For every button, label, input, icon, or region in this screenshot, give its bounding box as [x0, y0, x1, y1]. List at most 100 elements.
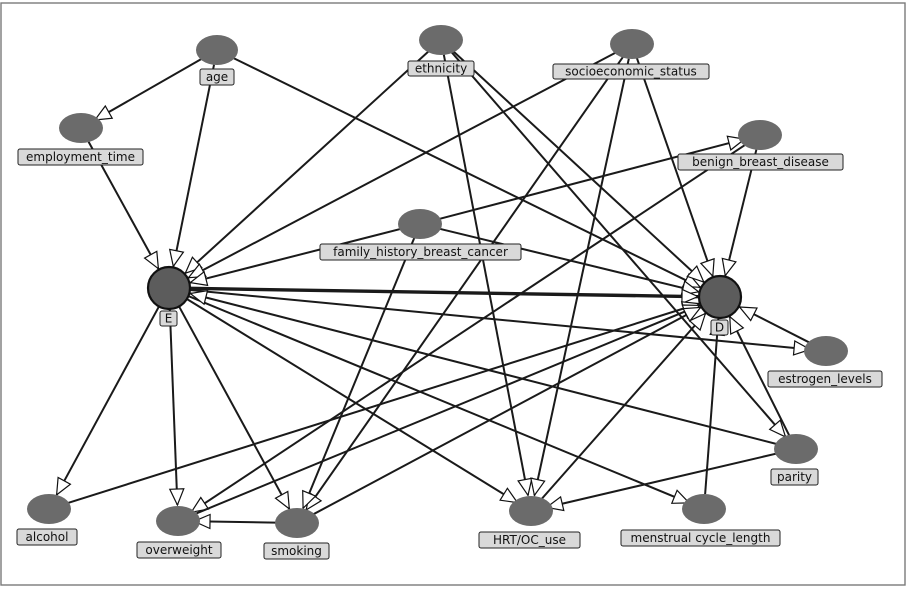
edge-fhbc-to-D: [434, 226, 701, 296]
edge-line: [190, 226, 406, 284]
node-label: family_history_breast_cancer: [333, 245, 508, 259]
edge-line: [704, 318, 720, 495]
arrowhead: [517, 477, 533, 497]
node-ethnicity[interactable]: ethnicity: [407, 25, 475, 77]
edge-line: [434, 138, 745, 222]
node-circle[interactable]: [774, 434, 818, 464]
node-bbd[interactable]: benign_breast_disease: [677, 120, 844, 171]
arrowhead: [55, 476, 72, 497]
arrowhead: [688, 312, 707, 332]
node-label: employment_time: [26, 150, 135, 164]
node-circle[interactable]: [682, 494, 726, 524]
edge-age-to-employment: [93, 56, 205, 121]
edge-age-to-E: [168, 64, 216, 268]
node-label: HRT/OC_use: [493, 533, 566, 547]
node-label: age: [206, 70, 228, 84]
arrowhead: [93, 104, 114, 121]
arrowhead: [792, 340, 812, 356]
node-circle[interactable]: [59, 113, 103, 143]
node-circle[interactable]: [419, 25, 463, 55]
node-label: E: [165, 312, 173, 326]
arrowhead: [190, 496, 210, 514]
node-circle[interactable]: [804, 336, 848, 366]
edge-alcohol-to-D: [63, 301, 701, 506]
arrowhead: [188, 270, 209, 287]
arrowhead: [686, 265, 705, 284]
node-menstrual[interactable]: menstrual cycle_length: [620, 494, 781, 547]
edge-smoking-to-D: [309, 306, 702, 517]
edge-ethnicity-to-hrt: [442, 54, 533, 497]
node-label: alcohol: [26, 530, 69, 544]
node-label-box: [677, 153, 844, 171]
node-smoking[interactable]: smoking: [263, 508, 330, 560]
edge-smoking-to-overweight: [192, 513, 283, 530]
node-D[interactable]: D: [697, 274, 743, 336]
edge-line: [305, 55, 625, 511]
node-circle[interactable]: [398, 209, 442, 239]
node-E[interactable]: E: [146, 265, 192, 327]
edge-line: [189, 289, 811, 351]
nodes-layer: age ethnicity socioeconomic_status employme…: [16, 25, 883, 560]
node-circle[interactable]: [509, 496, 553, 526]
edge-fhbc-to-E: [188, 226, 406, 287]
node-circle[interactable]: [738, 120, 782, 150]
node-label-box: [159, 310, 178, 327]
node-circle[interactable]: [27, 494, 71, 524]
edge-line: [309, 306, 702, 517]
node-ses[interactable]: socioeconomic_status: [552, 29, 710, 80]
arrowhead: [530, 477, 546, 497]
edge-line: [184, 49, 431, 274]
edge-estrogen-to-D: [738, 306, 814, 346]
arrowhead: [184, 256, 203, 275]
edge-ethnicity-to-E: [184, 49, 431, 275]
node-overweight[interactable]: overweight: [136, 506, 222, 559]
edge-E-to-menstrual: [188, 295, 691, 504]
edge-ses-to-smoking: [305, 55, 625, 512]
edge-line: [728, 316, 791, 437]
edge-line: [434, 226, 699, 293]
node-employment[interactable]: employment_time: [17, 113, 144, 166]
edge-line: [540, 312, 707, 501]
node-circle[interactable]: [610, 29, 654, 59]
arrowhead: [768, 419, 787, 439]
edge-line: [533, 58, 630, 496]
arrowhead: [670, 489, 691, 504]
node-hrt[interactable]: HRT/OC_use: [478, 496, 581, 549]
edge-line: [178, 305, 291, 510]
edge-parity-to-hrt: [545, 451, 782, 512]
node-label-box: [136, 541, 222, 559]
edge-hrt-to-D: [540, 312, 707, 501]
node-label: menstrual cycle_length: [631, 531, 771, 545]
node-label: smoking: [271, 544, 322, 558]
node-circle[interactable]: [697, 274, 743, 320]
node-label: ethnicity: [415, 62, 467, 76]
edge-E-to-estrogen: [189, 289, 812, 356]
node-label-box: [478, 531, 581, 549]
arrowhead: [729, 315, 745, 336]
edge-line: [187, 50, 620, 279]
arrowhead: [168, 248, 185, 268]
edge-parity-to-D: [728, 315, 791, 437]
node-parity[interactable]: parity: [770, 434, 819, 486]
node-label: benign_breast_disease: [692, 155, 829, 169]
node-label-box: [17, 148, 144, 166]
node-circle[interactable]: [196, 35, 238, 65]
node-label-box: [319, 243, 522, 261]
node-alcohol[interactable]: alcohol: [16, 494, 78, 546]
arrowhead: [192, 513, 211, 530]
edge-ses-to-D: [635, 57, 715, 278]
node-fhbc[interactable]: family_history_breast_cancer: [319, 209, 522, 261]
node-circle[interactable]: [146, 265, 192, 311]
arrowhead: [143, 250, 160, 271]
edge-overweight-to-D: [191, 304, 702, 517]
edge-line: [168, 308, 179, 506]
node-age[interactable]: age: [196, 35, 238, 86]
node-estrogen[interactable]: estrogen_levels: [767, 336, 883, 388]
node-circle[interactable]: [156, 506, 200, 536]
node-circle[interactable]: [275, 508, 319, 538]
node-label-box: [767, 370, 883, 388]
edge-line: [635, 57, 714, 277]
edge-line: [55, 305, 160, 496]
edge-line: [442, 54, 529, 496]
